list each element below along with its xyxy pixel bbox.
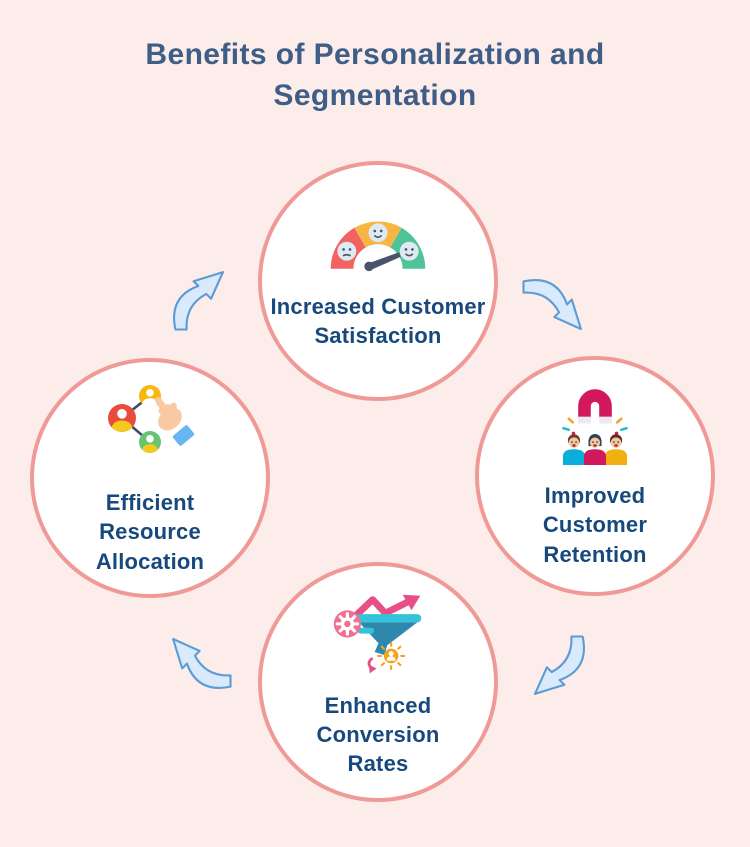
conversion-funnel-icon — [333, 594, 422, 674]
person-left — [562, 434, 586, 466]
node-label: Increased Customer Satisfaction — [270, 294, 486, 349]
page-title: Benefits of Personalization and Segmenta… — [145, 38, 605, 113]
curved-arrow-bottom-to-left-icon — [172, 637, 232, 689]
node-label: Efficient Resource Allocation — [95, 490, 205, 574]
node-increased-customer-satisfaction: Increased Customer Satisfaction — [258, 161, 498, 401]
person-right — [604, 434, 628, 466]
lead-person-icon — [376, 641, 406, 670]
resource-network-icon — [108, 385, 195, 454]
curved-arrow-right-to-bottom-icon — [533, 635, 585, 695]
node-label: Enhanced Conversion Rates — [316, 693, 440, 777]
node-label: Improved Customer Retention — [542, 483, 648, 567]
node-enhanced-conversion-rates: Enhanced Conversion Rates — [258, 562, 498, 802]
node-improved-customer-retention: Improved Customer Retention — [475, 356, 715, 596]
satisfaction-gauge-icon — [330, 221, 426, 271]
pointing-hand-icon — [155, 397, 195, 447]
person-middle — [583, 434, 607, 466]
refresh-arrow-icon — [367, 657, 377, 674]
node-efficient-resource-allocation: Efficient Resource Allocation — [30, 358, 270, 598]
curved-arrow-top-to-right-icon — [522, 279, 582, 331]
gear-icon — [333, 610, 362, 638]
customer-magnet-icon — [562, 389, 628, 466]
curved-arrow-left-to-top-icon — [173, 271, 225, 331]
